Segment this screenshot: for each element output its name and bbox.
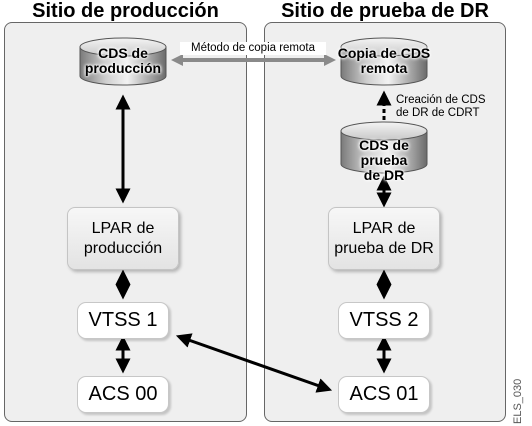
production-lpar-box: LPAR de producción xyxy=(67,207,179,270)
figure-id: ELS_030 xyxy=(512,378,524,424)
vtss2-box: VTSS 2 xyxy=(338,302,430,339)
dr-site-title: Sitio de prueba de DR xyxy=(281,0,489,22)
dr-test-cds-cylinder xyxy=(340,121,428,174)
dr-lpar-box: LPAR de prueba de DR xyxy=(328,207,440,270)
remote-cds-copy-cylinder xyxy=(340,37,428,86)
vtss1-box: VTSS 1 xyxy=(77,302,169,339)
vtss1-acs01-arrow xyxy=(175,333,333,393)
production-site-title: Sitio de producción xyxy=(32,0,219,22)
cdrt-creation-label: Creación de CDS de DR de CDRT xyxy=(396,94,486,119)
production-cds-cylinder xyxy=(79,37,167,86)
remote-copy-label: Método de copia remota xyxy=(180,42,326,55)
acs01-box: ACS 01 xyxy=(338,376,430,413)
remote-cds-copy-label: Copia de CDS remota xyxy=(337,45,431,76)
production-cds-label: CDS de producción xyxy=(84,45,162,76)
dr-test-cds-label: CDS de prueba de DR xyxy=(359,137,409,183)
acs00-box: ACS 00 xyxy=(77,376,169,413)
